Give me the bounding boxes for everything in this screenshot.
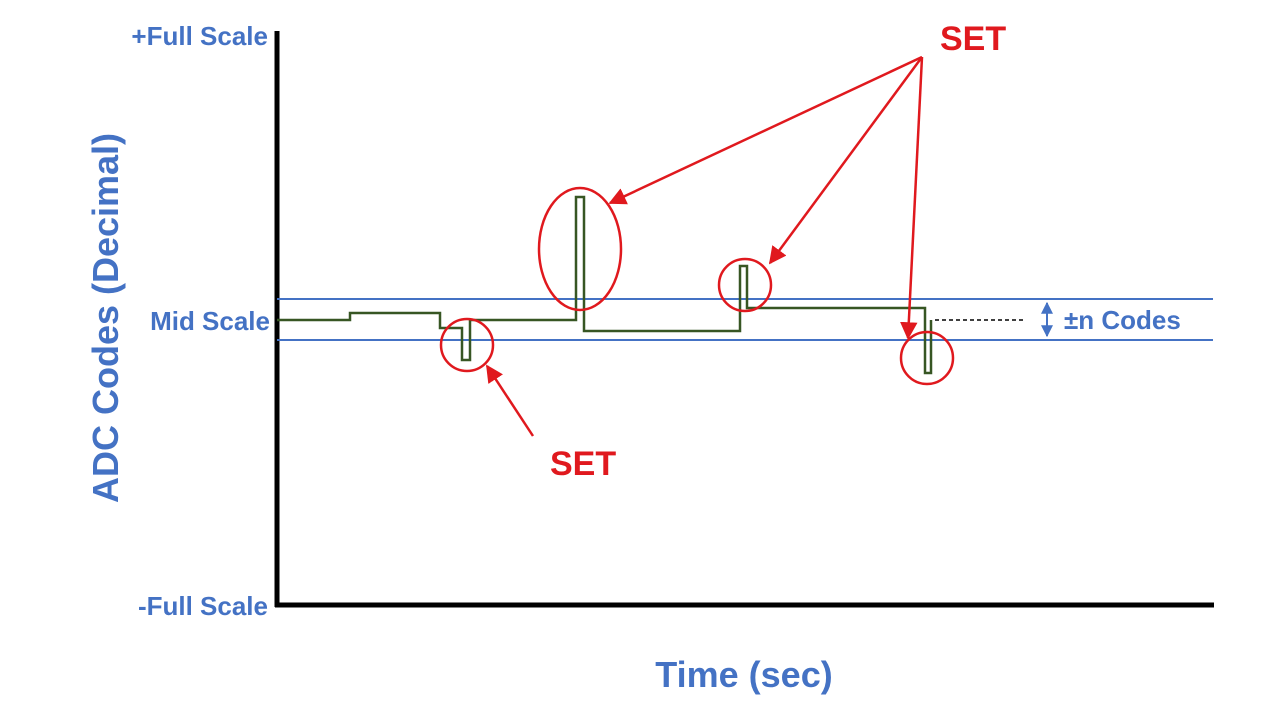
- set-circle-4: [899, 330, 955, 386]
- set-arrow-to-circle-2: [608, 55, 923, 205]
- set-circle-1: [439, 317, 495, 373]
- y-axis-title: ADC Codes (Decimal): [85, 133, 126, 503]
- set-circle-3: [717, 257, 773, 313]
- set-arrow-to-circle-4: [900, 56, 924, 340]
- set-circle-2: [537, 186, 623, 312]
- adc-signal-trace: [277, 195, 933, 375]
- y-top-label: +Full Scale: [131, 21, 268, 51]
- y-mid-label: Mid Scale: [150, 306, 270, 336]
- band-label: ±n Codes: [1064, 305, 1181, 335]
- set-label-top: SET: [940, 20, 1006, 58]
- set-arrow-to-circle-3: [768, 56, 924, 265]
- y-bottom-label: -Full Scale: [138, 591, 268, 621]
- x-axis-title: Time (sec): [655, 654, 832, 695]
- set-label-bottom: SET: [550, 445, 616, 483]
- set-arrow-to-circle-1: [485, 364, 535, 437]
